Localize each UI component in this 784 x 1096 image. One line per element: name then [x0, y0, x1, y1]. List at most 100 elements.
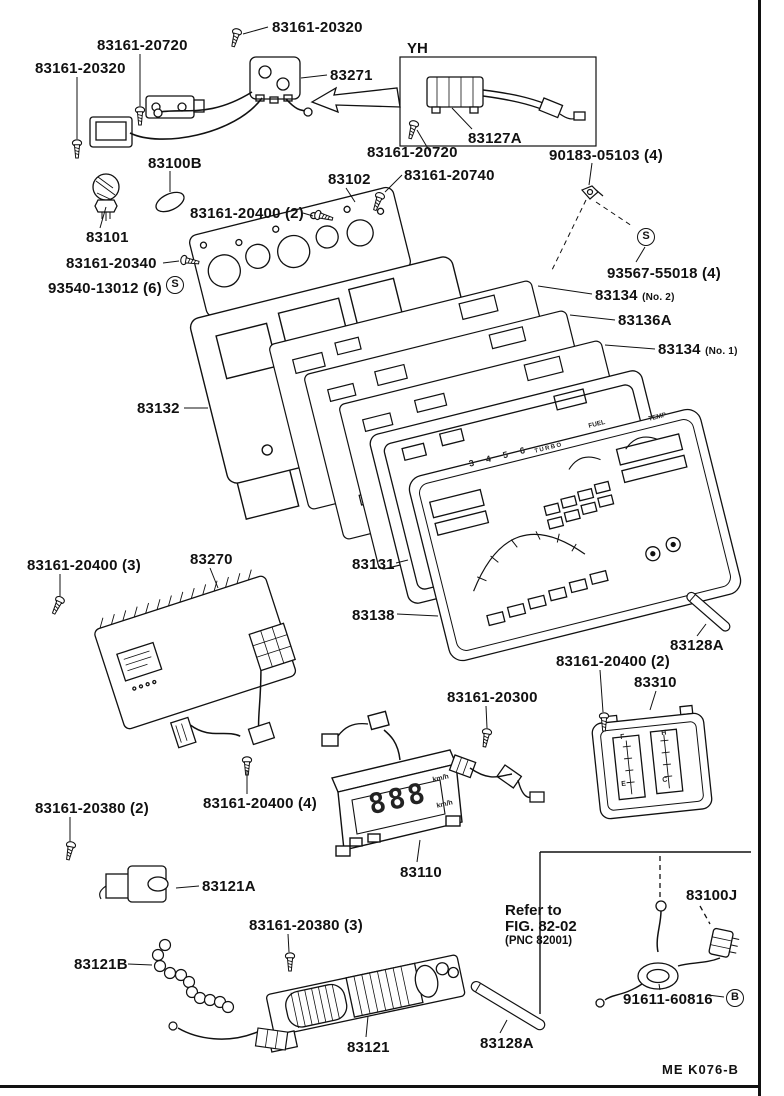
assembly-83121	[265, 954, 466, 1053]
harness-20300	[448, 754, 545, 803]
page-border-right	[758, 0, 761, 1096]
gauge-83310	[591, 704, 713, 820]
wire	[383, 729, 401, 761]
wire	[189, 670, 262, 737]
refer-note: Refer to FIG. 82-02 (PNC 82001)	[505, 902, 577, 948]
callout-83161-20400-3: 83161-20400 (3)	[27, 557, 141, 574]
callout-83100b: 83100B	[148, 155, 202, 172]
temp-cold-mark: C	[662, 776, 668, 784]
callout-83138: 83138	[352, 607, 395, 624]
direction-arrow	[310, 86, 401, 114]
callout-83110: 83110	[400, 864, 442, 881]
pin-83128a-lower	[470, 980, 546, 1031]
refer-note-line2: FIG. 82-02	[505, 918, 577, 936]
bracket-lines	[539, 851, 751, 1014]
callout-83127a: 83127A	[468, 130, 522, 147]
pin-83128a-upper	[686, 591, 731, 632]
connector-83127a	[426, 76, 586, 121]
wire	[482, 89, 547, 111]
callout-83100j: 83100J	[686, 887, 738, 904]
assembly-83121-wires	[168, 1021, 289, 1051]
speedo-83110	[321, 710, 463, 857]
connector-83271	[249, 56, 301, 100]
part-number: 83134	[595, 287, 638, 304]
screw-icon	[228, 27, 243, 49]
yh-box	[399, 56, 597, 147]
wire	[159, 91, 253, 113]
screw-icon	[479, 727, 493, 749]
grommet-83100b	[155, 191, 185, 213]
screw-icon	[62, 840, 77, 862]
wire	[677, 957, 721, 967]
callout-93540-13012: 93540-13012 (6)	[48, 280, 162, 297]
wire	[656, 910, 662, 953]
callout-83131: 83131	[352, 556, 395, 573]
harness-83100j	[595, 856, 740, 1008]
circled-letter-b: B	[726, 989, 744, 1007]
tube-83121b	[151, 938, 235, 1014]
screw-icon	[48, 594, 67, 617]
callout-83270: 83270	[190, 551, 233, 568]
callout-83134-no1: 83134 (No. 1)	[658, 342, 738, 357]
callout-83161-20740: 83161-20740	[404, 167, 495, 184]
callout-83161-20380-3: 83161-20380 (3)	[249, 917, 363, 934]
callout-83161-20400-2a: 83161-20400 (2)	[190, 205, 304, 222]
callout-83161-20720-yh: 83161-20720	[367, 144, 458, 161]
refer-note-line1: Refer to	[505, 902, 562, 919]
wire	[177, 1027, 263, 1040]
callout-83161-20320-left: 83161-20320	[35, 60, 126, 77]
callout-83121: 83121	[347, 1039, 390, 1056]
yh-box-label: YH	[407, 40, 428, 57]
callout-83121a: 83121A	[202, 878, 256, 895]
fuel-full-mark: F	[620, 733, 625, 741]
circled-letter-s: S	[166, 276, 184, 294]
callout-83161-20300: 83161-20300	[447, 689, 538, 706]
callout-93567-55018: 93567-55018 (4)	[607, 265, 721, 282]
callout-83161-20400-4: 83161-20400 (4)	[203, 795, 317, 812]
part-number: 83134	[658, 341, 701, 358]
wire	[129, 97, 263, 140]
screw-icon	[405, 119, 420, 141]
callout-83310: 83310	[634, 674, 677, 691]
temp-hot-mark: H	[661, 729, 667, 737]
leader-lines	[59, 26, 725, 1038]
page-border-bottom	[0, 1085, 761, 1088]
mount-bracket	[145, 95, 195, 119]
lens-83138	[408, 408, 742, 662]
callout-83161-20380-2: 83161-20380 (2)	[35, 800, 149, 817]
callout-83136a: 83136A	[618, 312, 672, 329]
top-left-harness	[89, 56, 313, 221]
sensor-83121a	[99, 865, 169, 903]
callout-83161-20400-2b: 83161-20400 (2)	[556, 653, 670, 670]
callout-83161-20340: 83161-20340	[66, 255, 157, 272]
sensor-83101	[92, 173, 120, 221]
wire	[337, 722, 369, 737]
panel-83270	[94, 569, 297, 749]
fuel-empty-mark: E	[621, 780, 627, 788]
callout-83128a-lower: 83128A	[480, 1035, 534, 1052]
part-number-suffix: (No. 2)	[642, 292, 675, 303]
callout-83161-20320-top: 83161-20320	[272, 19, 363, 36]
callout-83102: 83102	[328, 171, 371, 188]
callout-91611-60816: 91611-60816	[623, 991, 713, 1008]
callout-83101: 83101	[86, 229, 129, 246]
ring-terminal	[303, 107, 313, 117]
callout-83132: 83132	[137, 400, 180, 417]
refer-note-line3: (PNC 82001)	[505, 935, 573, 948]
callout-83271: 83271	[330, 67, 373, 84]
screw-icon	[71, 139, 83, 159]
ring-terminal	[595, 998, 605, 1008]
screw-icon	[284, 952, 296, 972]
clamp-90183	[580, 185, 604, 200]
figure-code: ME K076-B	[662, 1062, 739, 1077]
circled-letter-s: S	[637, 228, 655, 246]
callout-83128a-upper: 83128A	[670, 637, 724, 654]
dashed-lines	[551, 199, 633, 271]
ring-terminal	[153, 108, 163, 118]
ring-terminal	[168, 1021, 178, 1031]
callout-83121b: 83121B	[74, 956, 128, 973]
screw-icon	[134, 106, 146, 126]
callout-90183-05103: 90183-05103 (4)	[549, 147, 663, 164]
